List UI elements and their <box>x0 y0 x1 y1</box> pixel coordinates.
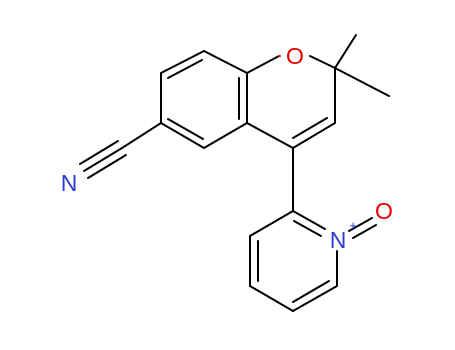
ring-oxygen-label: O <box>286 43 304 69</box>
bond-c5-c4a <box>203 122 248 149</box>
bond-o1-c2 <box>309 55 336 69</box>
bond-c5p-c4p <box>249 285 294 312</box>
bond-c3-c4 <box>292 122 336 149</box>
nitrile-triple-2 <box>79 140 119 165</box>
pyridine-n-oxide-ring <box>249 210 338 312</box>
n-oxide-oxygen-label: O <box>375 198 393 224</box>
pyran-ring <box>246 55 336 149</box>
bond-c6-cn <box>121 122 162 149</box>
bond-c2p-n1p-inner <box>293 220 322 237</box>
bond-c3p-c2p <box>249 210 294 237</box>
bond-c6-c5-inner <box>167 118 204 140</box>
methyl-bond-b <box>334 67 390 97</box>
bond-c8-c7 <box>160 50 205 74</box>
nitrile-nitrogen-label: N <box>61 170 78 196</box>
bond-c6-c5 <box>160 122 205 149</box>
nitrile-triple-3 <box>87 154 127 179</box>
gem-dimethyl <box>334 34 390 97</box>
bond-c8-c7-inner <box>167 59 203 79</box>
methyl-bond-a <box>334 34 357 69</box>
bond-c8a-c8 <box>203 50 248 74</box>
bond-c6p-c5p-inner <box>292 280 330 303</box>
nitrile-group <box>79 122 162 179</box>
chromene-benzene-ring <box>160 50 248 149</box>
n-oxide-bond <box>348 217 377 239</box>
bond-c4-c4a <box>246 122 294 149</box>
bond-c2p-n1p <box>292 210 326 230</box>
bond-c8a-o1 <box>246 55 280 74</box>
bond-c6p-c5p <box>292 285 338 312</box>
pyridine-charge-label: + <box>349 218 357 233</box>
nitrile-triple-1 <box>83 147 123 172</box>
n-oxide-line-b <box>352 224 377 239</box>
n-oxide-line-a <box>348 217 373 232</box>
bond-c3-c4-inner <box>292 117 328 139</box>
pyridine-nitrogen-label: N <box>330 227 347 253</box>
